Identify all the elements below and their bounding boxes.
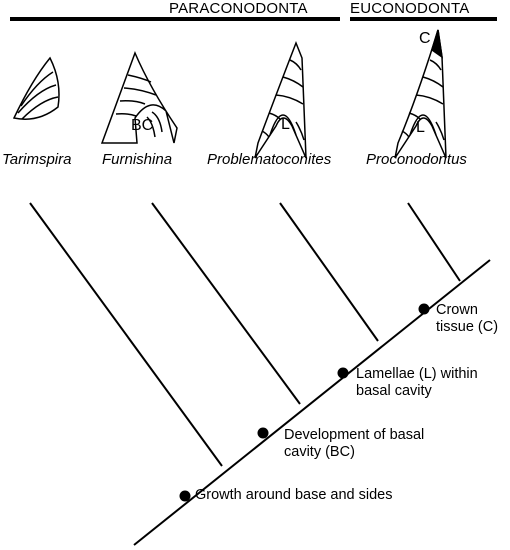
furnishina-element-drawing <box>100 50 178 144</box>
character-label-growth: Growth around base and sides <box>195 487 393 504</box>
proconodontus-element-drawing <box>394 29 447 159</box>
character-label-lamellae: Lamellae (L) within basal cavity <box>356 366 478 401</box>
character-node-crown <box>418 303 430 315</box>
character-label-lamellae-line1: Lamellae (L) within <box>356 366 478 382</box>
taxon-furnishina: Furnishina <box>102 151 173 168</box>
taxon-tarimspira: Tarimspira <box>2 151 72 168</box>
character-label-crown: Crown tissue (C) <box>436 302 498 337</box>
problematoconites-element-drawing <box>254 40 307 159</box>
character-node-basal-cavity <box>257 427 269 439</box>
character-label-crown-line1: Crown <box>436 302 478 318</box>
label-basal-cavity: BC <box>131 117 154 134</box>
character-label-basal-cavity-line2: cavity (BC) <box>284 444 355 461</box>
character-node-growth <box>179 490 191 502</box>
character-label-crown-line2: tissue (C) <box>436 319 499 336</box>
tarimspira-element-drawing <box>12 56 60 120</box>
group-label-euconodonta: EUCONODONTA <box>350 0 470 17</box>
character-node-lamellae <box>337 367 349 379</box>
branch-furnishina <box>151 202 301 405</box>
crown-tissue <box>431 29 443 59</box>
group-label-paraconodonta: PARACONODONTA <box>169 0 308 17</box>
branch-proconodontus <box>407 202 461 282</box>
character-label-growth-line1: Growth around base and sides <box>195 487 393 503</box>
cladogram-main-axis <box>133 259 491 546</box>
branch-problematoconites <box>279 202 379 342</box>
taxon-problematoconites: Problematoconites <box>207 151 332 168</box>
label-lamellae-proconodontus: L <box>416 119 425 136</box>
label-crown: C <box>419 30 431 47</box>
character-label-lamellae-line2: basal cavity <box>356 383 432 400</box>
character-label-basal-cavity: Development of basal cavity (BC) <box>284 427 424 462</box>
taxon-proconodontus: Proconodontus <box>366 151 467 168</box>
label-lamellae-problematoconites: L <box>281 116 290 133</box>
character-label-basal-cavity-line1: Development of basal <box>284 427 425 443</box>
branch-tarimspira <box>29 202 223 467</box>
